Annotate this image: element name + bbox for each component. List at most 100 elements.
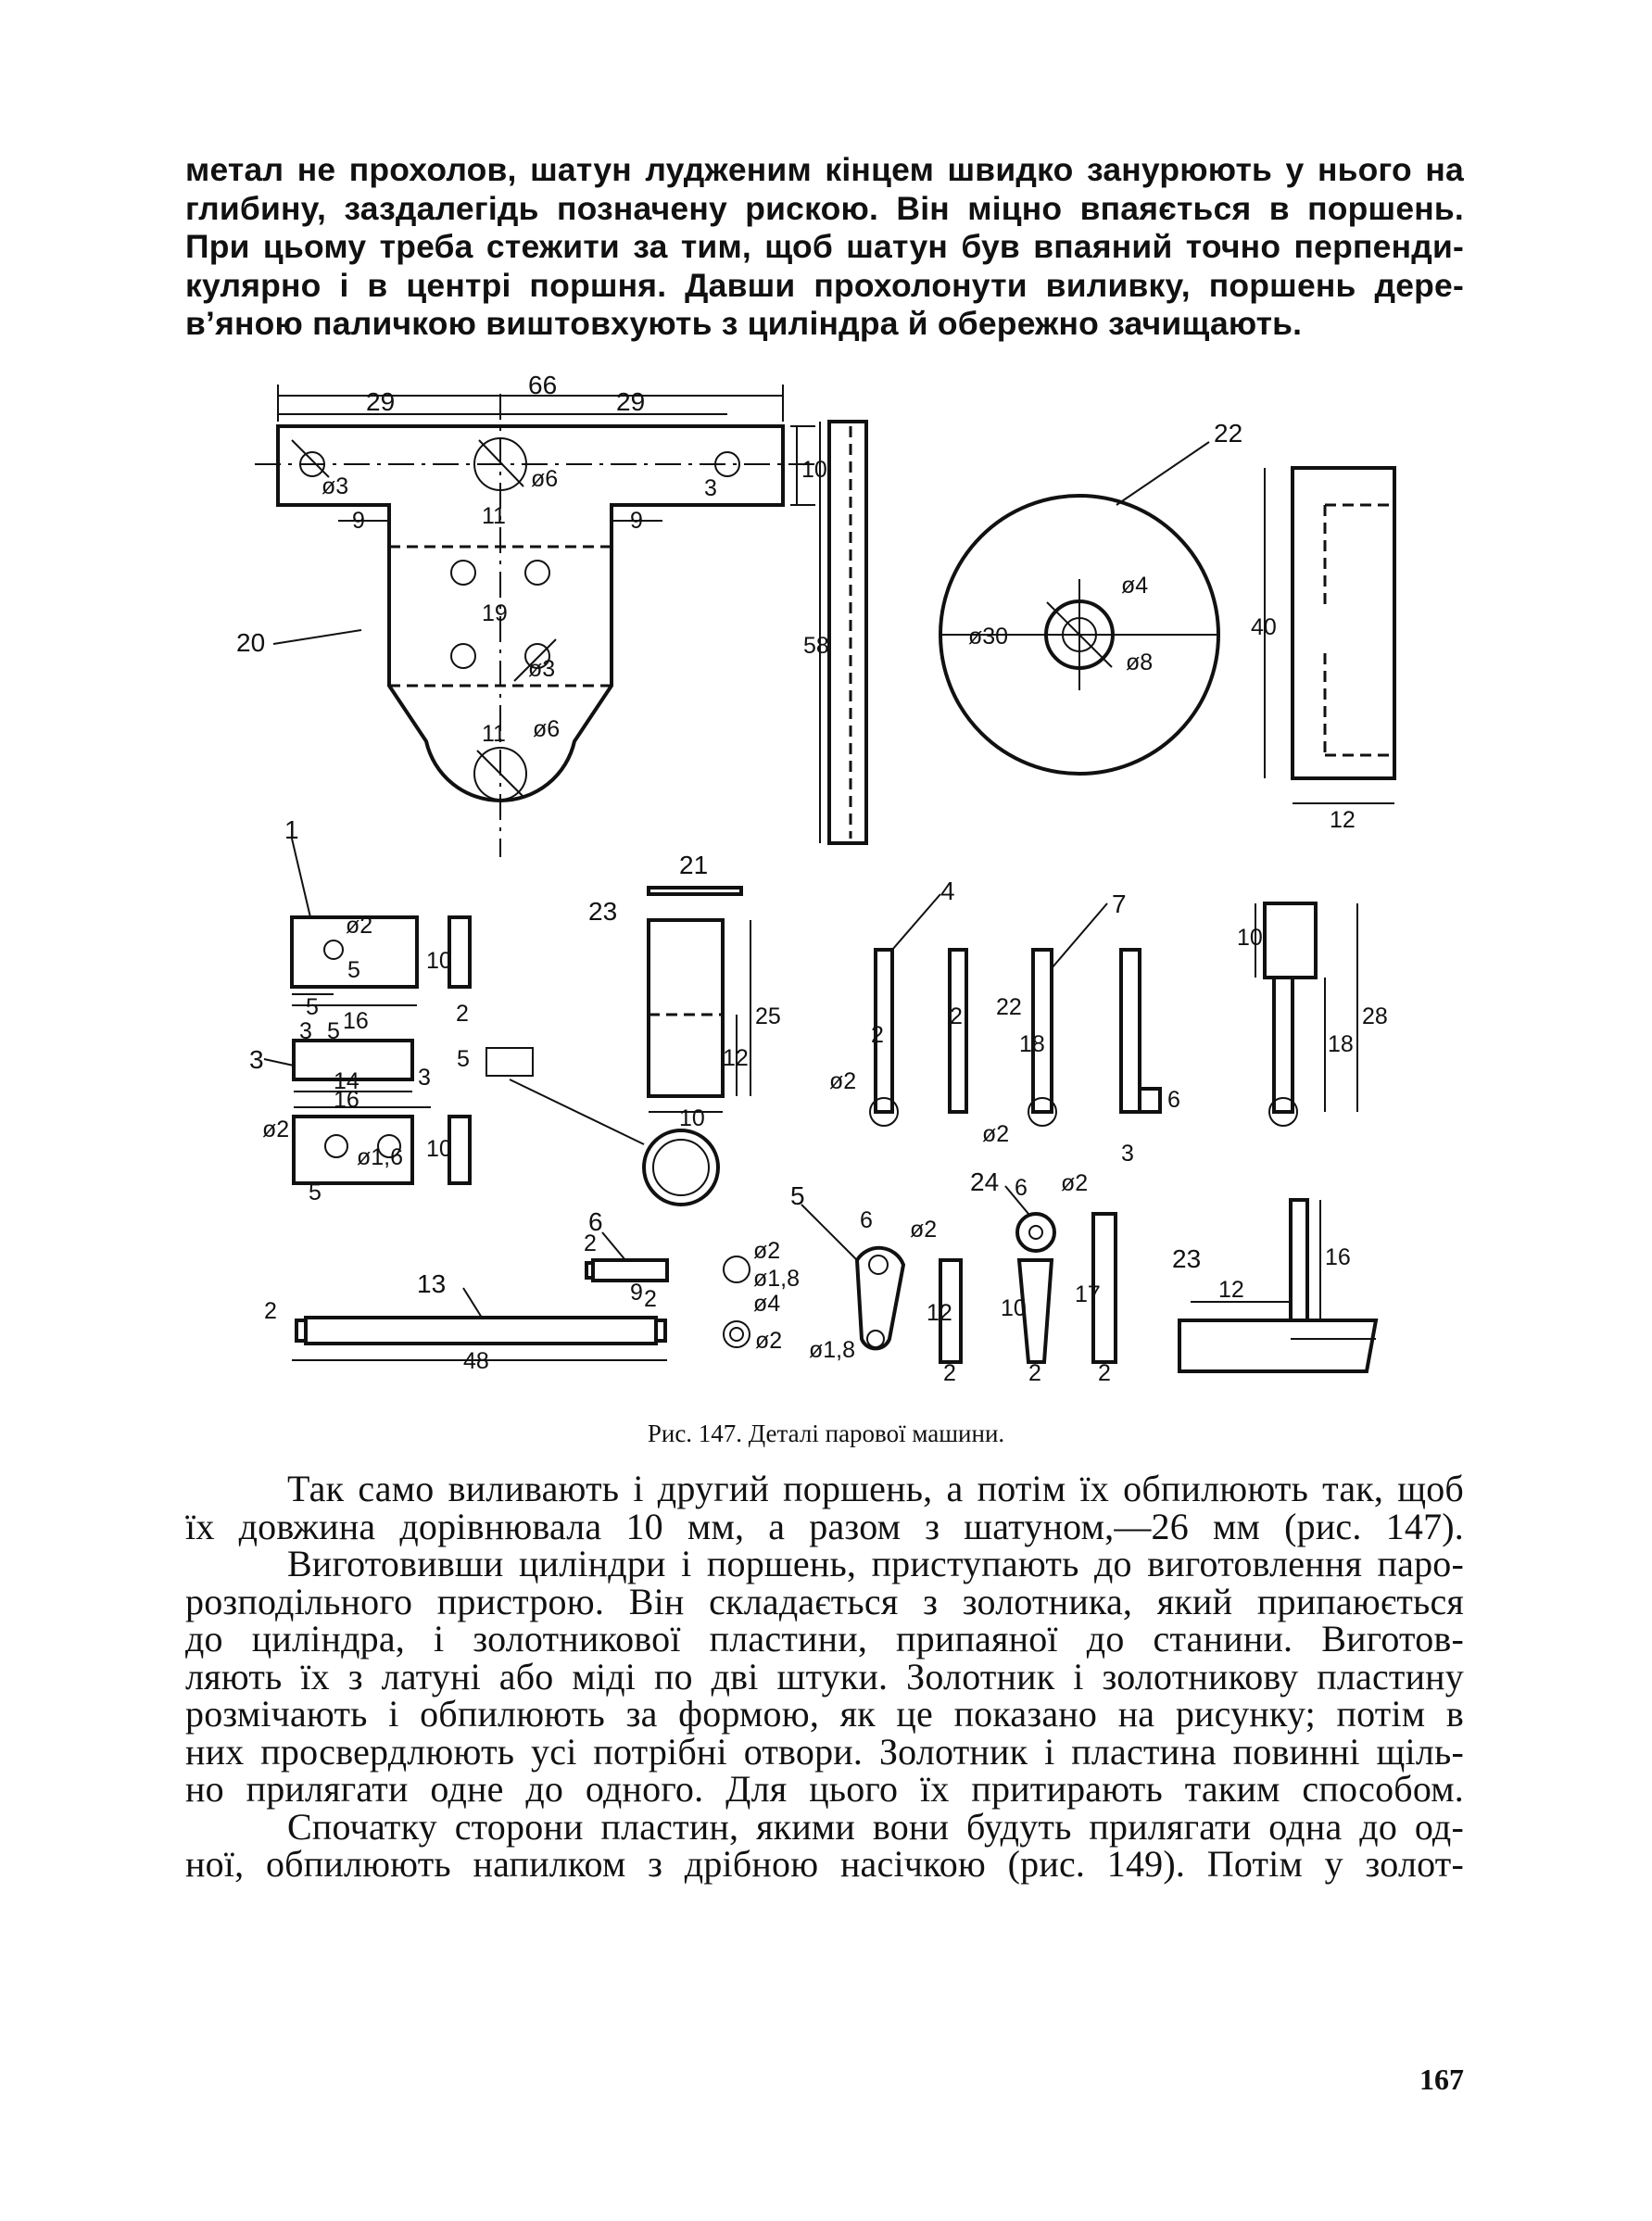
part-number: 24 (970, 1167, 999, 1196)
dim-label: 19 (482, 600, 508, 626)
dim-label: 16 (334, 1087, 359, 1113)
dim-label: 17 (1075, 1281, 1101, 1307)
dim-label: ø2 (753, 1238, 780, 1264)
part-13-rod (292, 1287, 667, 1361)
dim-label: 29 (616, 387, 645, 416)
dim-label: 3 (299, 1018, 312, 1044)
part-number: 23 (1172, 1244, 1201, 1273)
dim-label: ø4 (753, 1291, 780, 1317)
steam-engine-parts-drawing: 66 29 29 ø3 ø6 3 10 9 9 11 19 ø3 11 ø6 2… (236, 375, 1396, 1386)
part-5-24 (801, 1185, 1117, 1364)
dim-label: 10 (426, 948, 452, 974)
part-right-rod (1255, 902, 1358, 1127)
text-line: глибину, заздалегідь позначену рискою. В… (185, 189, 1464, 227)
part-number: 3 (249, 1045, 264, 1074)
text-line: них просвердлюють усі потрібні отвори. З… (185, 1730, 1464, 1773)
dim-label: ø6 (533, 716, 560, 742)
text-line: розподільного пристрою. Він складається … (185, 1580, 1464, 1622)
dim-label: 5 (347, 957, 360, 983)
dim-label: 18 (1019, 1031, 1045, 1057)
dim-label: 9 (352, 508, 365, 534)
part-21-23 (642, 886, 751, 1206)
dim-label: 29 (366, 387, 395, 416)
dim-label: 66 (528, 375, 557, 399)
part-number: 20 (236, 628, 265, 657)
dim-label: 2 (1098, 1360, 1111, 1386)
part-bar-58 (819, 420, 868, 845)
dim-label: 12 (723, 1045, 749, 1071)
part-number: 1 (284, 815, 299, 844)
dim-label: 5 (306, 994, 319, 1020)
text-line: При цьому треба стежити за тим, щоб шату… (185, 228, 1464, 265)
part-number: 7 (1112, 890, 1127, 918)
top-paragraph: метал не прохолов, шатун луджeним кінцем… (185, 151, 1464, 344)
dim-label: 10 (1237, 925, 1263, 951)
dim-label: 3 (418, 1065, 431, 1091)
dim-label: 5 (457, 1046, 470, 1072)
dim-label: 6 (1015, 1175, 1028, 1201)
text-line: Виготовивши циліндри і поршень, приступа… (287, 1543, 1464, 1584)
dim-label: 2 (584, 1230, 597, 1256)
dim-label: 2 (871, 1022, 884, 1048)
part-number: 22 (1214, 419, 1242, 448)
dim-label: 48 (463, 1348, 489, 1374)
dim-label: 12 (1218, 1277, 1244, 1303)
part-number: 13 (417, 1269, 446, 1298)
dim-label: 25 (755, 1003, 781, 1029)
part-number: 5 (790, 1181, 805, 1210)
dim-label: 5 (327, 1018, 340, 1044)
text-line: кулярно і в центрі поршня. Давши прохоло… (185, 266, 1464, 304)
dim-label: 11 (482, 721, 506, 747)
dim-label: ø2 (910, 1217, 937, 1243)
dim-label: 6 (860, 1207, 873, 1233)
dim-label: 2 (264, 1298, 277, 1324)
dim-label: 10 (1001, 1295, 1027, 1321)
dim-label: 40 (1251, 614, 1277, 640)
dim-label: ø4 (1121, 573, 1148, 599)
dim-label: ø1,8 (753, 1266, 800, 1292)
dim-label: ø8 (1126, 650, 1153, 675)
dim-label: 2 (1028, 1360, 1041, 1386)
part-number: 21 (679, 851, 708, 879)
dim-label: 2 (456, 1001, 469, 1027)
dim-label: 6 (1167, 1087, 1180, 1113)
dim-label: ø6 (531, 466, 558, 492)
dim-label: 12 (1330, 807, 1356, 833)
dim-label: 16 (1325, 1244, 1351, 1270)
dim-label: 12 (927, 1300, 952, 1326)
dim-label: 3 (1121, 1141, 1134, 1167)
dim-label: 2 (644, 1286, 657, 1312)
dim-label: 9 (630, 508, 643, 534)
part-20-bracket (255, 385, 820, 857)
dim-label: 10 (801, 457, 827, 483)
part-4-7 (869, 893, 1162, 1127)
part-3 (263, 1039, 645, 1185)
dim-label: ø1,8 (809, 1337, 855, 1363)
page-number: 167 (1419, 2063, 1464, 2096)
text-line: розмічають і обпилюють за формою, як це … (185, 1693, 1464, 1735)
dim-label: ø2 (982, 1121, 1009, 1147)
dim-label: ø1,6 (357, 1144, 403, 1170)
dim-label: 22 (996, 994, 1022, 1020)
dim-label: ø2 (829, 1068, 856, 1094)
text-line: їх довжина дорівнювала 10 мм, а разом з … (185, 1505, 1464, 1547)
part-number: 6 (588, 1207, 603, 1236)
dim-label: 5 (309, 1180, 322, 1205)
text-line: до циліндра, і золотникової пластини, пр… (185, 1618, 1464, 1659)
dim-label: 28 (1362, 1003, 1388, 1029)
part-22-disc (939, 441, 1396, 804)
part-number: 4 (940, 877, 955, 905)
dim-label: ø3 (528, 656, 555, 682)
dim-label: ø3 (322, 473, 348, 499)
dim-label: ø2 (755, 1328, 782, 1354)
bottom-paragraph: Так само виливають і другий поршень, а п… (185, 1470, 1464, 1884)
dim-label: 9 (630, 1280, 643, 1306)
dim-label: ø2 (262, 1117, 289, 1142)
part-6 (585, 1231, 750, 1348)
dim-label: ø2 (346, 913, 372, 939)
dim-label: 3 (704, 475, 717, 501)
text-line: метал не прохолов, шатун луджeним кінцем… (185, 151, 1464, 188)
dim-label: 11 (482, 503, 506, 529)
dim-label: 10 (426, 1136, 452, 1162)
figure-caption: Рис. 147. Деталі парової машини. (647, 1420, 1005, 1447)
